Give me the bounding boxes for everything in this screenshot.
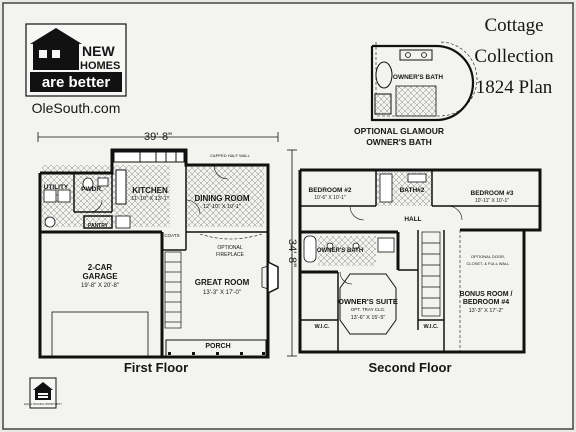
- glamour-bath-inset: OWNER'S BATH OPTIONAL GLAMOUR OWNER'S BA…: [354, 41, 478, 147]
- glamour-caption-1: OPTIONAL GLAMOUR: [354, 126, 444, 136]
- first-floor-plan: 39'-8" 34'-8": [37, 131, 298, 375]
- kitchen-size: 11'-10" X 13'-1": [131, 196, 168, 202]
- pwdr-label: PWDR.: [81, 186, 103, 193]
- pantry-label: PANTRY: [88, 223, 109, 229]
- collection-title: Cottage Collection 1824 Plan: [474, 15, 554, 98]
- first-floor-title: First Floor: [124, 360, 188, 375]
- house-icon: [30, 28, 82, 44]
- first-floor-depth-dimension: 34'-8": [286, 239, 298, 267]
- bonus-room-size: 13'-3" X 17'-2": [469, 308, 504, 314]
- optional-fireplace-2: FIREPLACE: [216, 252, 244, 258]
- equal-housing-text: EQUAL HOUSING OPPORTUNITY: [24, 403, 62, 406]
- collection-line-2: Collection: [474, 46, 554, 67]
- garage-name-2: GARAGE: [82, 272, 118, 281]
- owners-bath-label: OWNER'S BATH: [317, 248, 363, 254]
- optional-fireplace-1: OPTIONAL: [217, 245, 243, 251]
- porch-label: PORCH: [205, 343, 230, 350]
- wic-left-label: W.I.C.: [315, 324, 330, 330]
- collection-line-3: 1824 Plan: [476, 77, 553, 98]
- second-floor-plan: BEDROOM #2 10'-6" X 10'-1" BATH#2 BEDROO…: [298, 168, 542, 375]
- owners-suite-name: OWNER'S SUITE: [338, 297, 398, 306]
- great-room-size: 13'-3" X 17'-0": [203, 290, 241, 296]
- bedroom-2-size: 10'-6" X 10'-1": [314, 195, 346, 201]
- owners-suite-note: OPT. TRAY CLG.: [351, 307, 386, 312]
- bedroom-3-size: 10'-11" X 10'-1": [475, 198, 509, 204]
- garage-size: 19'-8" X 20'-8": [81, 283, 119, 289]
- collection-line-1: Cottage: [484, 15, 543, 36]
- logo-new: NEW: [82, 43, 115, 59]
- equal-housing-logo: EQUAL HOUSING OPPORTUNITY: [24, 377, 62, 409]
- optional-door-2: CLOSET, & FULL WALL: [466, 261, 510, 266]
- garage-name-1: 2-CAR: [88, 263, 113, 272]
- logo-website: OleSouth.com: [32, 100, 121, 116]
- bath-2-label: BATH#2: [400, 187, 425, 194]
- owners-suite-size: 13'-6" X 15'-5": [351, 315, 386, 321]
- logo-are-better: are better: [42, 74, 111, 91]
- coats-label: COATS: [164, 233, 179, 238]
- dining-room-name: DINING ROOM: [194, 194, 249, 203]
- glamour-owners-bath-label: OWNER'S BATH: [393, 74, 443, 81]
- bedroom-2-name: BEDROOM #2: [309, 187, 352, 194]
- kitchen-name: KITCHEN: [132, 186, 168, 195]
- bedroom-3-name: BEDROOM #3: [471, 190, 514, 197]
- optional-door-1: OPTIONAL DOOR,: [471, 254, 505, 259]
- second-floor-title: Second Floor: [368, 360, 451, 375]
- utility-label: UTILITY: [44, 184, 69, 191]
- brand-logo: NEW HOMES are better OleSouth.com: [25, 23, 127, 116]
- first-floor-width-dimension: 39'-8": [144, 131, 172, 143]
- logo-homes: HOMES: [80, 60, 120, 72]
- bonus-room-name-1: BONUS ROOM /: [460, 291, 513, 298]
- glamour-caption-2: OWNER'S BATH: [366, 137, 432, 147]
- hall-label: HALL: [404, 216, 421, 223]
- dining-room-size: 12'-10" X 10'-1": [203, 204, 241, 210]
- bonus-room-name-2: BEDROOM #4: [463, 299, 509, 306]
- great-room-name: GREAT ROOM: [195, 278, 250, 287]
- half-wall-note: CAPPED HALF WALL: [210, 153, 250, 158]
- wic-right-label: W.I.C.: [424, 324, 439, 330]
- house-icon: [33, 382, 53, 390]
